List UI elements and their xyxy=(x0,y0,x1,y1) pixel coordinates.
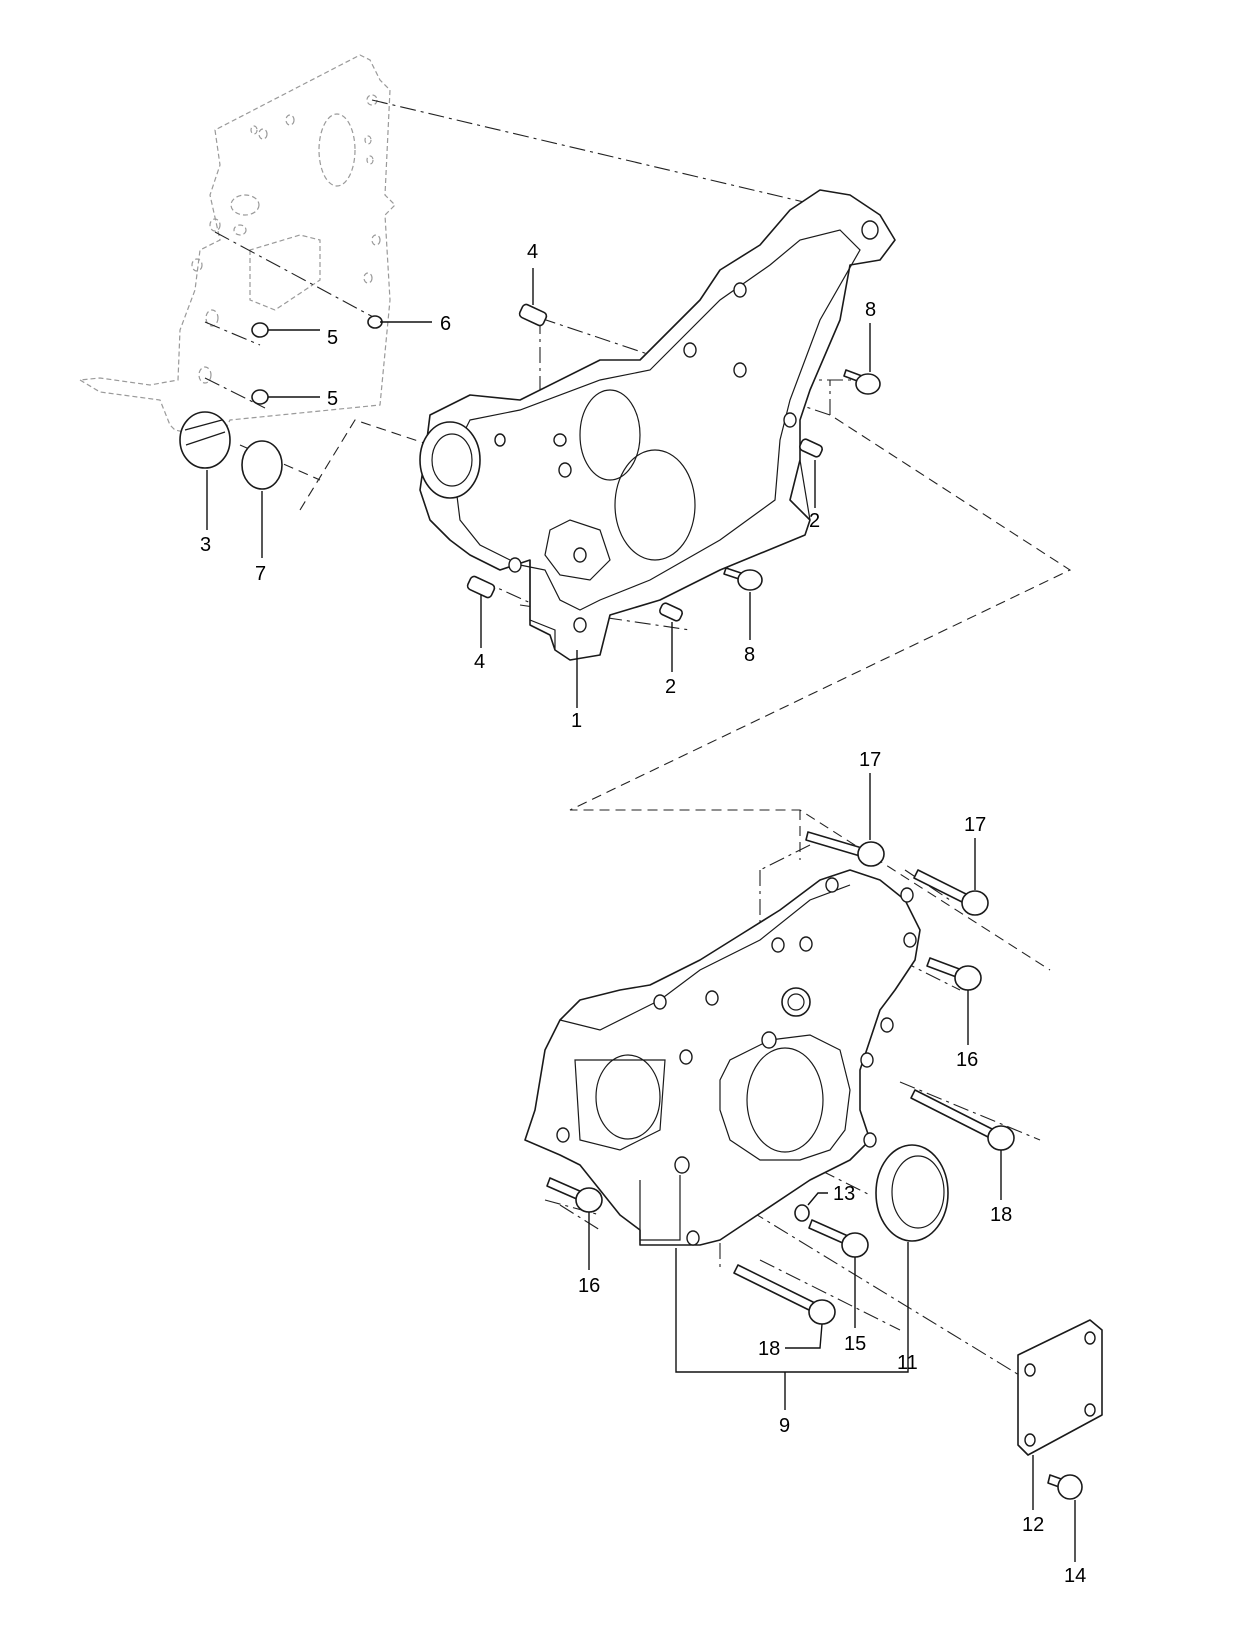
callout-2-right: 2 xyxy=(809,510,820,532)
callout-8-upper: 8 xyxy=(865,299,876,321)
dowel-pin-2-right xyxy=(799,438,823,458)
callout-17-upper: 17 xyxy=(859,749,881,771)
dowel-pin-2-lower xyxy=(659,602,683,622)
o-ring-6 xyxy=(367,315,383,329)
callout-4-upper: 4 xyxy=(527,241,538,263)
callout-6: 6 xyxy=(440,313,451,335)
dowel-pin-4-upper xyxy=(518,303,548,327)
callout-18-right: 18 xyxy=(990,1204,1012,1226)
bolt-14 xyxy=(1047,1474,1083,1500)
callout-15: 15 xyxy=(844,1333,866,1355)
callout-8-lower: 8 xyxy=(744,644,755,666)
callout-18-lower: 18 xyxy=(758,1338,780,1360)
callout-3: 3 xyxy=(200,534,211,556)
callout-labels: 1 2 2 3 4 4 5 5 6 7 8 8 9 11 12 13 14 15… xyxy=(200,241,1086,1587)
bolt-17-lower xyxy=(913,869,989,916)
callout-4-lower: 4 xyxy=(474,651,485,673)
callout-2-lower: 2 xyxy=(665,676,676,698)
callout-7: 7 xyxy=(255,563,266,585)
callout-9: 9 xyxy=(779,1415,790,1437)
callout-16-right: 16 xyxy=(956,1049,978,1071)
bolt-8-lower xyxy=(723,567,763,591)
callout-1: 1 xyxy=(571,710,582,732)
dowel-pin-4-lower xyxy=(466,575,496,599)
bolt-18-right xyxy=(910,1089,1015,1151)
bolt-16-left xyxy=(546,1177,603,1213)
callout-5-lower: 5 xyxy=(327,388,338,410)
oil-seal-11 xyxy=(875,1144,949,1242)
callout-13: 13 xyxy=(833,1183,855,1205)
front-cover-assembly xyxy=(524,869,921,1246)
callout-12: 12 xyxy=(1022,1514,1044,1536)
bolt-16-right xyxy=(926,957,982,991)
cover-plate-12 xyxy=(1017,1319,1103,1456)
bolt-18-lower xyxy=(733,1264,836,1325)
plug-3 xyxy=(179,411,231,469)
cap-7 xyxy=(241,440,283,490)
callout-5-upper: 5 xyxy=(327,327,338,349)
callout-11: 11 xyxy=(897,1352,918,1374)
bolt-8-upper xyxy=(843,369,881,395)
leader-lines xyxy=(206,268,1076,1562)
callout-17-lower: 17 xyxy=(964,814,986,836)
callout-16-left: 16 xyxy=(578,1275,600,1297)
engine-block-ghost xyxy=(78,54,396,441)
o-ring-5-upper xyxy=(251,322,269,338)
bolt-17-upper xyxy=(805,831,885,867)
washer-13 xyxy=(794,1204,810,1222)
gear-case-part-1 xyxy=(419,189,896,661)
o-ring-5-lower xyxy=(251,389,269,405)
callout-14: 14 xyxy=(1064,1565,1086,1587)
